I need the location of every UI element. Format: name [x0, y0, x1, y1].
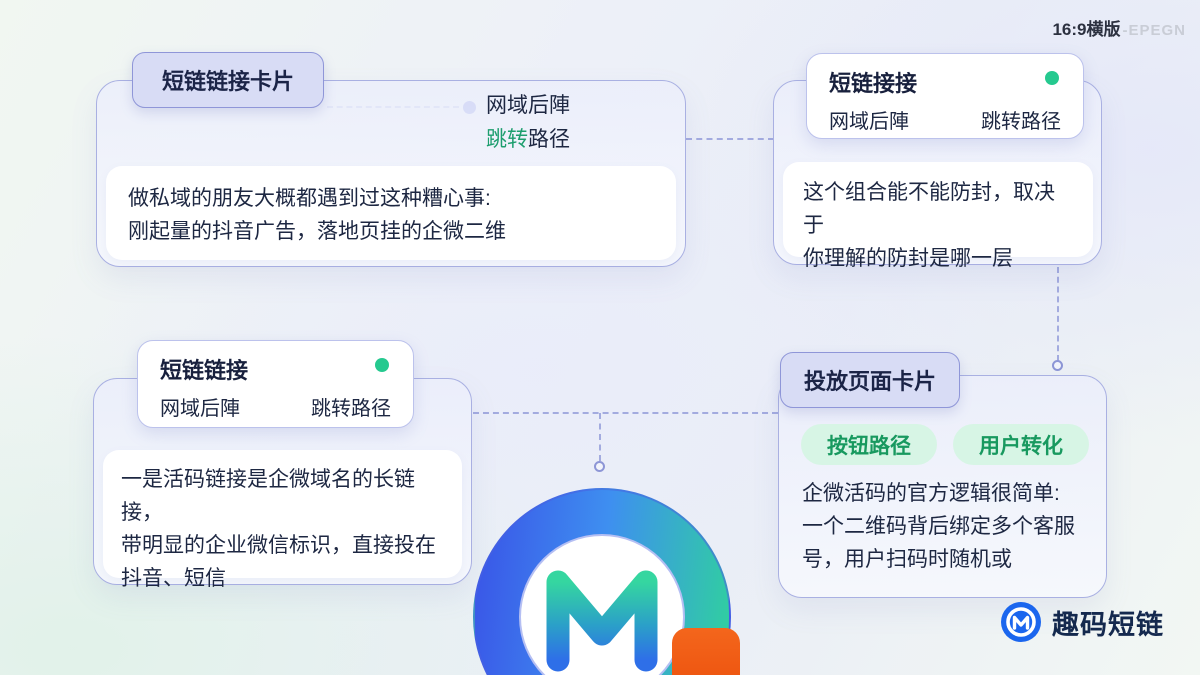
card3-body-text: 一是活码链接是企微域名的长链接， 带明显的企业微信标识，直接投在 抖音、短信 [121, 468, 436, 590]
status-dot-icon [375, 358, 389, 372]
card4-body-text: 企微活码的官方逻辑很简单: 一个二维码背后绑定多个客服 号，用户扫码时随机或 [802, 482, 1075, 571]
card3-label-jump-path: 跳转路径 [311, 398, 391, 420]
annotation-jump-path: 跳转路径 [486, 128, 570, 151]
card2-title: 短链接接 [829, 71, 918, 96]
connector-to-logo [599, 413, 601, 461]
pill-user-conversion: 用户转化 [953, 424, 1089, 465]
connector-card3-card4 [473, 412, 778, 414]
card-landing-page-badge: 投放页面卡片 [780, 352, 960, 408]
brand-lockup: 趣码短链 [1000, 601, 1164, 643]
logo-letter-m-icon [546, 570, 658, 672]
card-short-link-card-badge: 短链链接卡片 [132, 52, 324, 108]
pill-button-path: 按钮路径 [801, 424, 937, 465]
card3-header: 短链链接 网域后陣 跳转路径 [137, 340, 414, 428]
connector-node-card4 [1052, 360, 1063, 371]
card-landing-page [778, 375, 1107, 598]
card2-header: 短链接接 网域后陣 跳转路径 [806, 53, 1084, 139]
watermark-label: -EPEGN [1122, 22, 1186, 39]
card1-body-panel: 做私域的朋友大概都遇到过这种糟心事: 刚起量的抖音广告，落地页挂的企微二维 [106, 166, 676, 260]
card3-body-panel: 一是活码链接是企微域名的长链接， 带明显的企业微信标识，直接投在 抖音、短信 [103, 450, 462, 590]
annotation-domain-suffix: 网域后陣 [486, 94, 570, 117]
card2-body-text: 这个组合能不能防封，取决于 你理解的防封是哪一层 [803, 181, 1055, 270]
card3-label-domain-suffix: 网域后陣 [160, 398, 240, 420]
brand-logo-icon [1001, 602, 1041, 642]
status-dot-icon [1045, 71, 1059, 85]
connector-node-logo [594, 461, 605, 472]
connector-card1-card2 [686, 138, 774, 140]
logo-orange-square-icon [672, 628, 740, 675]
connector-card2-card4 [1057, 267, 1059, 361]
aspect-ratio-label: 16:9横版 [1052, 20, 1121, 39]
card2-label-row: 网域后陣 跳转路径 [829, 105, 1065, 134]
brand-name: 趣码短链 [1052, 609, 1164, 640]
corner-labels: 16:9横版 -EPEGN [1052, 15, 1186, 40]
card2-body-panel: 这个组合能不能防封，取决于 你理解的防封是哪一层 [783, 162, 1093, 270]
card3-title: 短链链接 [160, 358, 249, 383]
card1-body-text: 做私域的朋友大概都遇到过这种糟心事: 刚起量的抖音广告，落地页挂的企微二维 [128, 187, 506, 243]
badge-label: 短链链接卡片 [161, 69, 294, 94]
badge-label: 投放页面卡片 [803, 369, 936, 394]
card1-annotation: 网域后陣 跳转路径 [486, 89, 570, 157]
card2-label-domain-suffix: 网域后陣 [829, 111, 909, 133]
card2-label-jump-path: 跳转路径 [981, 111, 1061, 133]
card3-label-row: 网域后陣 跳转路径 [160, 392, 395, 421]
